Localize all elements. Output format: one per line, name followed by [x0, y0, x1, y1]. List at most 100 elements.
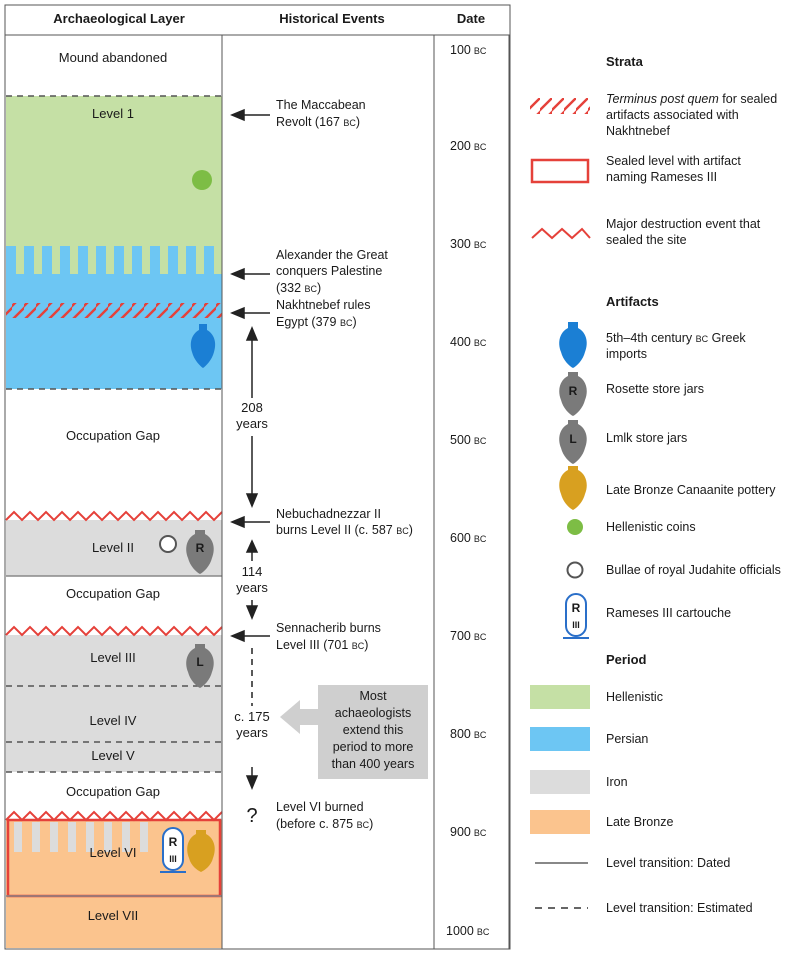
header-events: Historical Events: [279, 11, 385, 26]
svg-text:(332 BC): (332 BC): [276, 281, 321, 295]
layer-label: Level III: [90, 650, 136, 665]
cartouche-iii: III: [169, 854, 177, 864]
question-mark: ?: [246, 805, 257, 827]
layer-label: Level V: [91, 748, 135, 763]
interval-175-unit: years: [236, 725, 268, 740]
interval-arrows: [245, 326, 259, 790]
legend-strata-title: Strata: [606, 54, 644, 69]
cartouche-icon: R III: [160, 827, 186, 873]
legend-destr-line2: sealed the site: [606, 233, 687, 247]
band-hellenistic: [6, 96, 222, 246]
svg-text:than 400 years: than 400 years: [332, 757, 415, 771]
destruction-zigzags: [5, 510, 223, 822]
band-late-bronze: [6, 820, 222, 948]
hellenistic-coin-icon: [192, 170, 212, 190]
svg-text:III: III: [572, 620, 580, 630]
svg-text:R: R: [572, 601, 581, 615]
legend-coins: Hellenistic coins: [606, 520, 696, 534]
svg-text:Level III (701 BC): Level III (701 BC): [276, 638, 368, 652]
legend-hellenistic: Hellenistic: [606, 690, 663, 704]
interval-114: 114: [242, 564, 263, 579]
note-box: [318, 685, 428, 779]
legend-late-bronze: Late Bronze: [606, 815, 673, 829]
dated-transitions: [6, 575, 222, 897]
header-layer: Archaeological Layer: [53, 11, 185, 26]
canaanite-legend-icon: [559, 466, 587, 510]
late-bronze-swatch: [530, 810, 590, 834]
legend-destr-line1: Major destruction event that: [606, 217, 761, 231]
legend-canaanite: Late Bronze Canaanite pottery: [606, 483, 776, 497]
legend-tpq-line3: Nakhtnebef: [606, 124, 670, 138]
event-nakhtnebef: Nakhtnebef rules Egypt (379 BC): [276, 298, 371, 329]
svg-text:Level VI burned: Level VI burned: [276, 800, 364, 814]
hellenistic-teeth: [16, 246, 222, 274]
lmlk-letter: L: [196, 655, 203, 669]
layer-label: Occupation Gap: [66, 428, 160, 443]
legend-sealed-line2: naming Rameses III: [606, 170, 717, 184]
hellenistic-swatch: [530, 685, 590, 709]
bullae-icon: [159, 535, 177, 553]
legend-rosette: Rosette store jars: [606, 382, 704, 396]
sealed-swatch: [530, 158, 590, 184]
note-arrow: [280, 700, 318, 734]
interval-208: 208: [241, 400, 263, 415]
svg-text:period to more: period to more: [333, 740, 414, 754]
lmlk-jar-legend-icon: L: [559, 420, 587, 464]
layer-label: Level II: [92, 540, 134, 555]
legend-dated: Level transition: Dated: [606, 856, 730, 870]
band-iron-level-ii: [6, 520, 222, 576]
canaanite-pottery-icon: [187, 830, 215, 872]
coin-legend-icon: [567, 519, 583, 535]
event-maccabean: The Maccabean Revolt (167 BC): [276, 98, 366, 129]
svg-text:Nebuchadnezzar II: Nebuchadnezzar II: [276, 507, 381, 521]
svg-text:Revolt (167 BC): Revolt (167 BC): [276, 115, 360, 129]
layer-label: Level IV: [90, 713, 137, 728]
svg-text:conquers Palestine: conquers Palestine: [276, 264, 382, 278]
diagram-frame: [4, 4, 511, 950]
legend-cartouche: Rameses III cartouche: [606, 606, 731, 620]
destruction-swatch: [531, 227, 591, 240]
layer-label: Occupation Gap: [66, 586, 160, 601]
legend-lmlk: Lmlk store jars: [606, 431, 687, 445]
svg-text:Nakhtnebef rules: Nakhtnebef rules: [276, 298, 371, 312]
layer-bands: [6, 96, 222, 948]
legend-greek-line2: imports: [606, 347, 647, 361]
scholarly-note: Most achaeologists extend this period to…: [280, 685, 428, 779]
legend-greek-line1: 5th–4th century BC Greek: [606, 331, 746, 345]
layer-label: Level VII: [88, 908, 139, 923]
svg-text:The Maccabean: The Maccabean: [276, 98, 366, 112]
svg-text:Sennacherib burns: Sennacherib burns: [276, 621, 381, 635]
rosette-jar-legend-icon: R: [559, 372, 587, 416]
event-sennacherib: Sennacherib burns Level III (701 BC): [276, 621, 381, 652]
iron-teeth: [14, 822, 148, 852]
rosette-letter: R: [196, 541, 205, 555]
tpq-swatch: [530, 98, 590, 114]
layer-label: Occupation Gap: [66, 784, 160, 799]
cartouche-legend-icon: R III: [563, 593, 589, 639]
estimated-transitions: [6, 95, 222, 773]
svg-text:extend this: extend this: [343, 723, 403, 737]
layer-label: Mound abandoned: [59, 50, 167, 65]
legend-bullae: Bullae of royal Judahite officials: [606, 563, 781, 577]
event-pointers: [230, 108, 270, 643]
rosette-jar-icon: R: [186, 530, 214, 574]
tpq-hatch-band: [6, 303, 222, 318]
legend-estimated: Level transition: Estimated: [606, 901, 753, 915]
legend-persian: Persian: [606, 732, 648, 746]
legend-iron: Iron: [606, 775, 628, 789]
event-alexander: Alexander the Great conquers Palestine (…: [276, 248, 388, 295]
layer-label: Level VI: [90, 845, 137, 860]
svg-text:R: R: [569, 384, 578, 398]
svg-text:L: L: [569, 432, 576, 446]
